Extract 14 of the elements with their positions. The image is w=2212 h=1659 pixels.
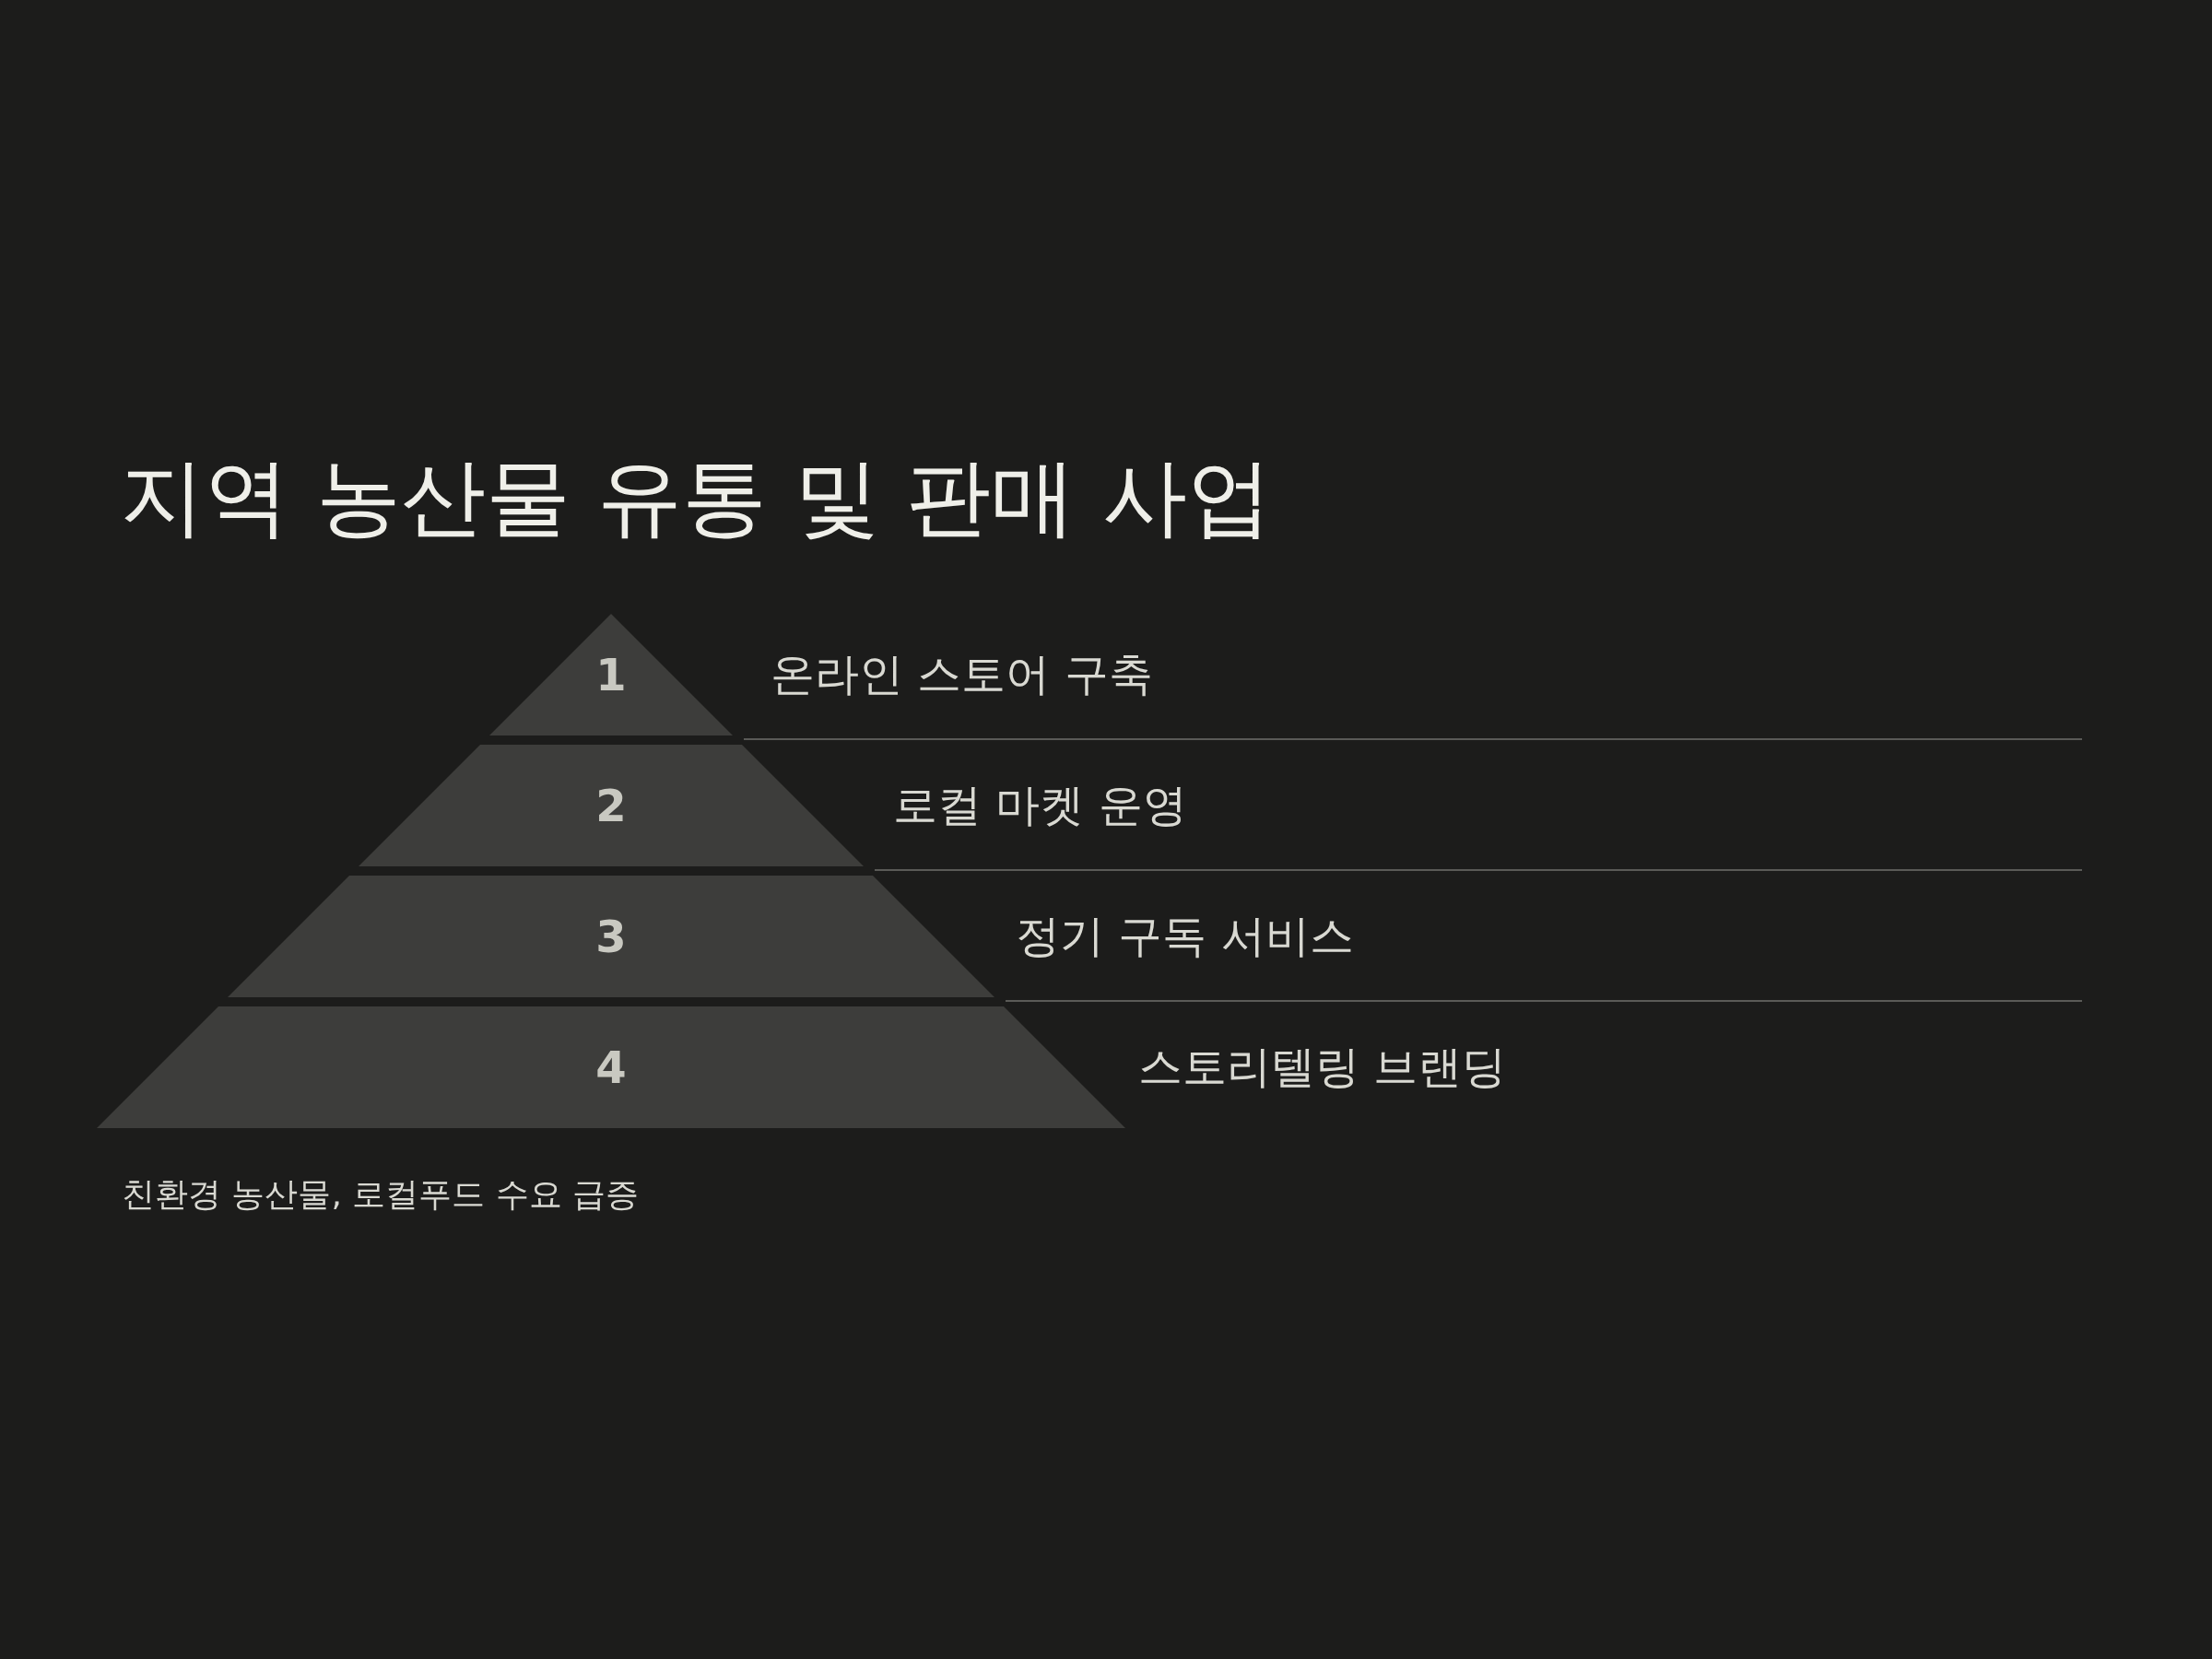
tier-number: 4 [595,1041,627,1093]
step-label: 스토리텔링 브랜딩 [1138,1040,1507,1094]
slide-title: 지역 농산물 유통 및 판매 사업 [120,447,1273,548]
step-label: 로컬 마켓 운영 [893,778,1187,832]
tier-number: 3 [595,911,627,962]
step-label: 온라인 스토어 구축 [771,647,1153,701]
pyramid-tier [97,1006,1125,1128]
step-label: 정기 구독 서비스 [1016,909,1354,963]
tier-number: 2 [595,780,627,831]
pyramid-tier [359,745,864,866]
pyramid-tier [228,876,994,997]
caption: 친환경 농산물, 로컬푸드 수요 급증 [122,1174,640,1215]
tier-number: 1 [595,649,627,700]
pyramid-tier [489,614,733,735]
